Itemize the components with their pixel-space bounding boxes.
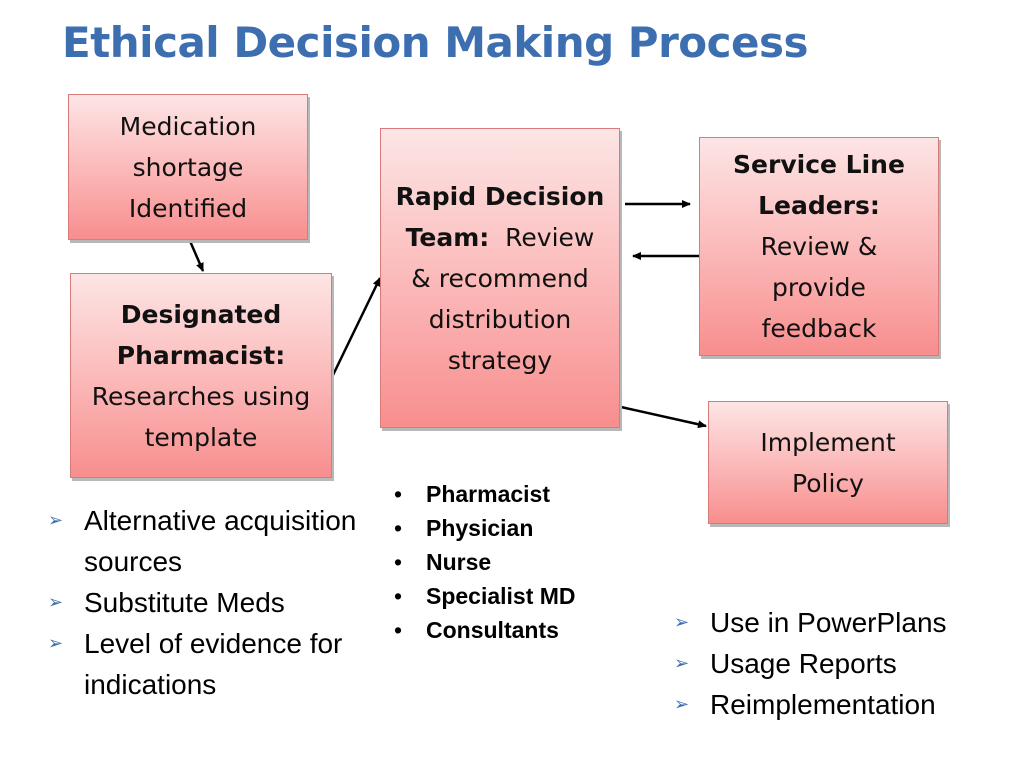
box-text: Researches using <box>91 381 311 411</box>
arrowhead-bullet-icon: ➢ <box>674 694 690 714</box>
list-item: ➢ Use in PowerPlans <box>672 602 1012 643</box>
arrow-pharmacist-to-rapid <box>331 277 382 376</box>
list-item: ➢ Level of evidence for indications <box>46 623 386 705</box>
list-item-text: Reimplementation <box>710 689 936 720</box>
box-text: Review & <box>760 232 878 261</box>
box-text: Review <box>505 222 595 252</box>
list-item: • Physician <box>392 511 576 545</box>
list-item-text: Alternative acquisition sources <box>84 505 357 577</box>
arrowhead-bullet-icon: ➢ <box>674 612 690 632</box>
arrowhead-bullet-icon: ➢ <box>48 510 64 530</box>
box-heading: Service Line <box>733 150 905 179</box>
dot-bullet-icon: • <box>394 617 403 643</box>
list-item: • Consultants <box>392 613 576 647</box>
list-item-text: Physician <box>426 515 534 541</box>
list-item-text: Substitute Meds <box>84 587 285 618</box>
box-line: Team: Review <box>406 217 595 258</box>
box-text: distribution <box>428 304 572 334</box>
list-item-text: Use in PowerPlans <box>710 607 947 638</box>
acquisition-list: ➢ Alternative acquisition sources ➢ Substi… <box>46 500 386 705</box>
box-service-line-leaders: Service Line Leaders: Review & provide f… <box>699 137 939 356</box>
arrowhead-bullet-icon: ➢ <box>674 653 690 673</box>
arrowhead-bullet-icon: ➢ <box>48 633 64 653</box>
list-item: ➢ Usage Reports <box>672 643 1012 684</box>
arrowhead-bullet-icon: ➢ <box>48 592 64 612</box>
box-text: Implement <box>760 427 896 457</box>
box-rapid-decision-team: Rapid Decision Team: Review & recommend … <box>380 128 620 428</box>
list-item: ➢ Substitute Meds <box>46 582 386 623</box>
box-text: feedback <box>761 314 877 343</box>
box-text: & recommend <box>411 263 589 293</box>
page-title: Ethical Decision Making Process <box>62 18 809 67</box>
box-heading: Pharmacist: <box>116 340 286 370</box>
list-item: • Specialist MD <box>392 579 576 613</box>
box-text: provide <box>772 273 866 302</box>
arrow-medication-to-pharmacist <box>188 240 205 272</box>
list-item-text: Nurse <box>426 549 492 575</box>
box-text: template <box>144 422 258 452</box>
list-item-text: Level of evidence for indications <box>84 628 343 700</box>
dot-bullet-icon: • <box>394 515 403 541</box>
box-designated-pharmacist: Designated Pharmacist: Researches using … <box>70 273 332 478</box>
box-implement-policy: Implement Policy <box>708 401 948 524</box>
implementation-list: ➢ Use in PowerPlans ➢ Usage Reports ➢ Reimp… <box>672 602 1012 725</box>
dot-bullet-icon: • <box>394 549 403 575</box>
team-members-list: • Pharmacist • Physician • Nurse • Specialis… <box>392 477 576 647</box>
list-item: • Nurse <box>392 545 576 579</box>
box-text: Medication <box>119 111 257 141</box>
box-heading: Team: <box>405 222 490 252</box>
box-heading: Leaders: <box>758 191 880 220</box>
list-item: • Pharmacist <box>392 477 576 511</box>
list-item: ➢ Reimplementation <box>672 684 1012 725</box>
list-item-text: Consultants <box>426 617 559 643</box>
arrow-rapid-to-implement <box>620 405 707 429</box>
list-item-text: Usage Reports <box>710 648 897 679</box>
box-text: Policy <box>792 468 864 498</box>
box-medication-shortage: Medication shortage Identified <box>68 94 308 240</box>
dot-bullet-icon: • <box>394 583 403 609</box>
box-text: strategy <box>447 345 553 375</box>
box-text: shortage <box>132 152 244 182</box>
list-item-text: Pharmacist <box>426 481 551 507</box>
list-item-text: Specialist MD <box>426 583 576 609</box>
dot-bullet-icon: • <box>394 481 403 507</box>
box-heading: Rapid Decision <box>395 181 605 211</box>
box-text: Identified <box>128 193 248 223</box>
list-item: ➢ Alternative acquisition sources <box>46 500 386 582</box>
box-heading: Designated <box>120 299 282 329</box>
